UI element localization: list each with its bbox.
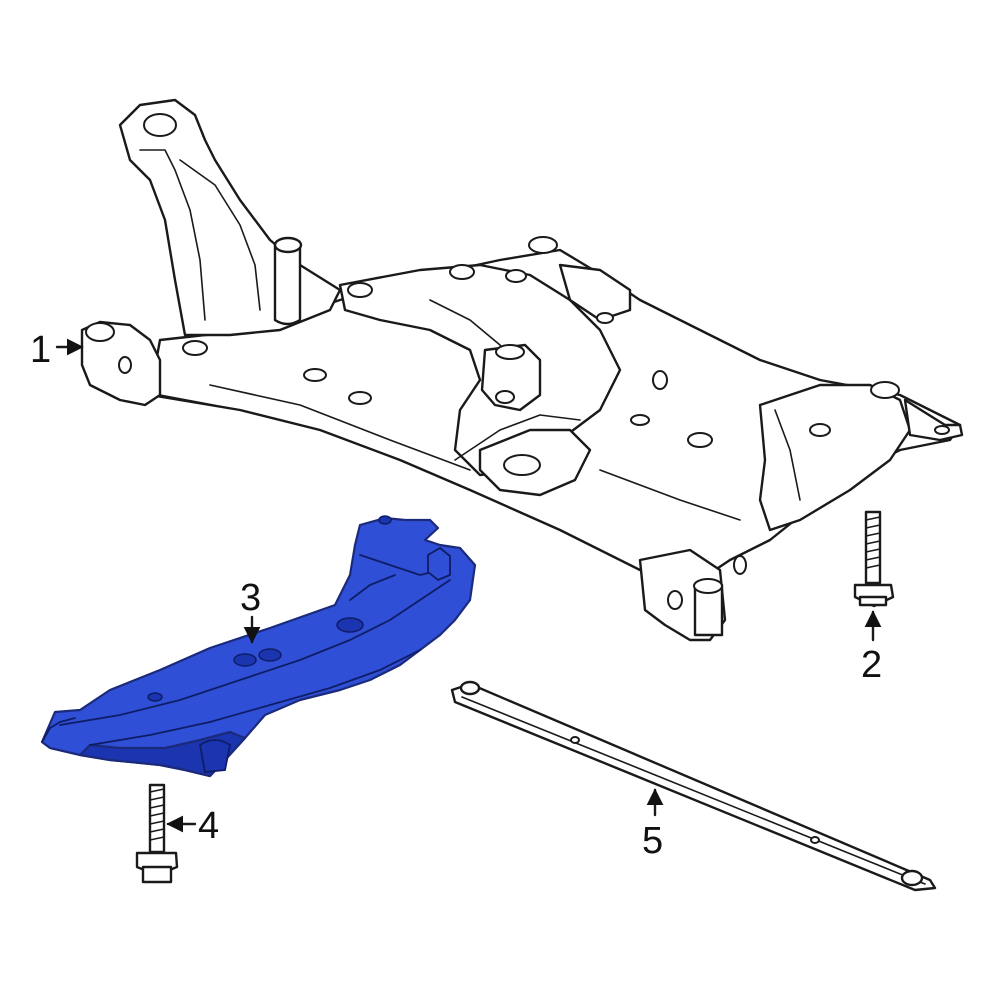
callout-label-4: 4 xyxy=(198,805,219,847)
bolt-part-2 xyxy=(853,510,895,608)
brace-part-5 xyxy=(450,680,937,892)
subframe-part xyxy=(80,98,964,642)
callout-label-3: 3 xyxy=(240,577,261,619)
callout-4: 4 xyxy=(166,805,219,847)
callout-1: 1 xyxy=(30,329,84,371)
bolt-part-4 xyxy=(135,783,179,884)
callout-label-2: 2 xyxy=(861,644,882,686)
callout-2: 2 xyxy=(861,610,882,686)
callout-3: 3 xyxy=(240,577,261,644)
callout-5: 5 xyxy=(642,788,664,862)
callout-label-1: 1 xyxy=(30,329,51,371)
splash-shield-part xyxy=(40,515,477,778)
callout-label-5: 5 xyxy=(642,820,663,862)
